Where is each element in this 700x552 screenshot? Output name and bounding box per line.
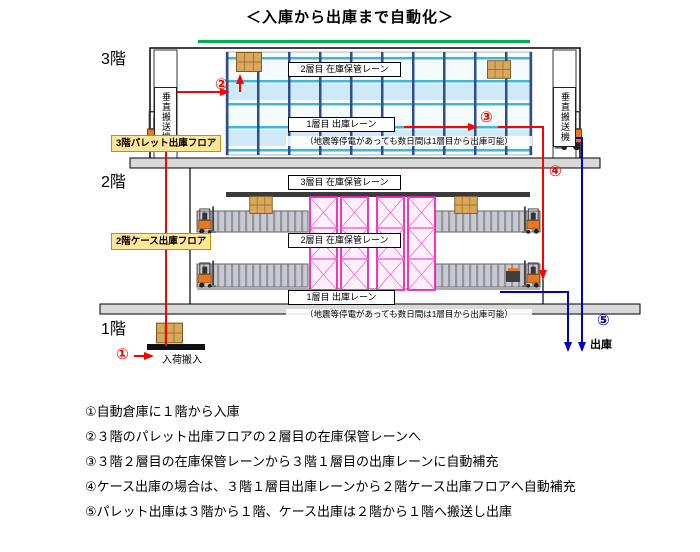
floor-label-3f: 3階 xyxy=(101,51,126,68)
page-title: ＜入庫から出庫まで自動化＞ xyxy=(245,9,454,26)
f3-lane1-outbound-label: 1層目 出庫レーン xyxy=(288,117,395,132)
carton-3f-right xyxy=(487,60,511,79)
step-description-list: ①自動倉庫に１階から入庫 ②３階のパレット出庫フロアの２層目の在庫保管レーンへ … xyxy=(85,399,685,524)
green-accent-line xyxy=(198,40,530,43)
carton-2f-left xyxy=(249,196,273,214)
step-marker-3: ③ xyxy=(480,109,493,126)
agv-unit xyxy=(506,268,520,282)
carton-2f-right xyxy=(454,196,478,214)
step-description-2: ②３階のパレット出庫フロアの２層目の在庫保管レーンへ xyxy=(85,429,422,444)
inbound-label: 入荷搬入 xyxy=(162,355,202,366)
pallet-outbound-floor-tag: 3階パレット出庫フロア xyxy=(111,135,222,153)
step-description-3: ③３階２層目の在庫保管レーンから３階１層目の出庫レーンに自動補充 xyxy=(85,454,499,469)
outbound-label: 出庫 xyxy=(590,339,612,351)
step-marker-5: ⑤ xyxy=(597,312,610,329)
step-marker-2: ② xyxy=(215,76,228,93)
f2-lane3-storage-label: 3層目 在庫保管レーン xyxy=(288,175,401,190)
floor-label-1f: 1階 xyxy=(101,321,126,338)
floor-label-2f: 2階 xyxy=(101,174,126,191)
carton-1f-inbound xyxy=(156,322,183,344)
step-marker-1: ① xyxy=(116,346,129,363)
case-outbound-floor-tag: 2階ケース出庫フロア xyxy=(111,233,212,251)
f2-lane1-outbound-label: 1層目 出庫レーン xyxy=(288,290,395,305)
f2-blackout-note: （地震等停電があっても数日間は1層目から出庫可能） xyxy=(286,309,532,319)
f3-lane2-storage-label: 2層目 在庫保管レーン xyxy=(288,62,401,77)
step-description-1: ①自動倉庫に１階から入庫 xyxy=(85,404,240,419)
step-description-4: ④ケース出庫の場合は、３階１層目出庫レーンから２階ケース出庫フロアへ自動補充 xyxy=(85,479,576,494)
vertical-conveyor-right-label: 垂直搬送機 xyxy=(553,87,576,147)
inbound-platform xyxy=(147,344,205,350)
f3-blackout-note: （地震等停電があっても数日間は1層目から出庫可能） xyxy=(286,136,532,146)
carton-3f-left xyxy=(236,52,262,72)
step-marker-4: ④ xyxy=(549,163,562,180)
crane-rail xyxy=(226,192,530,197)
f2-lane2-storage-label: 2層目 在庫保管レーン xyxy=(288,233,401,248)
step-description-5: ⑤パレット出庫は３階から１階、ケース出庫は２階から１階へ搬送し出庫 xyxy=(85,504,513,519)
